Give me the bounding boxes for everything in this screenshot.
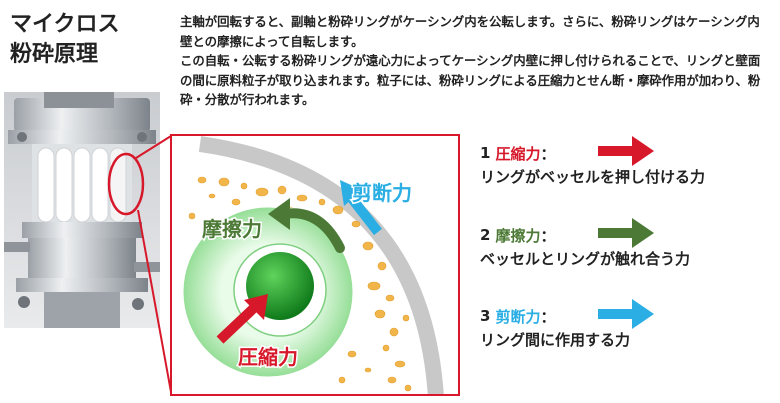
legend-item-friction: 2 摩擦力 ： ベッセルとリングが触れ合う力 (480, 218, 770, 270)
green-arrow-icon (598, 218, 654, 248)
description-paragraph-1: 主軸が回転すると、副軸と粉砕リングがケーシング内を公転します。さらに、粉砕リング… (180, 14, 760, 49)
machine-photo (4, 92, 160, 328)
legend-number: 1 (480, 144, 491, 162)
red-arrow-icon (598, 136, 654, 166)
legend-item-compression: 1 圧縮力 ： リングがベッセルを押し付ける力 (480, 136, 770, 188)
legend-colon: ： (540, 226, 556, 245)
legend-item-shear: 3 剪断力 ： リング間に作用する力 (480, 299, 770, 351)
friction-arrow-icon (279, 208, 345, 253)
legend-colon: ： (540, 307, 556, 326)
friction-label: 摩擦力 (202, 217, 262, 241)
legend-term: 摩擦力 (495, 226, 541, 245)
shear-label: 剪断力 (352, 181, 412, 205)
material-particles (188, 176, 412, 392)
legend-term: 圧縮力 (495, 144, 541, 163)
page-title: マイクロス 粉砕原理 (10, 10, 160, 70)
legend-number: 3 (480, 307, 491, 325)
legend-description: リングがベッセルを押し付ける力 (480, 168, 706, 186)
shear-arrow-icon (346, 192, 382, 236)
legend-description: ベッセルとリングが触れ合う力 (480, 250, 691, 268)
compression-label: 圧縮力 (238, 345, 298, 369)
title-line-1: マイクロス (10, 12, 120, 37)
compression-arrow-icon (216, 302, 260, 344)
mechanism-svg: 剪断力 摩擦力 圧縮力 (180, 136, 444, 394)
description-paragraph-2: この自転・公転する粉砕リングが遠心力によってケーシング内壁に押し付けられることで… (180, 53, 761, 107)
mechanism-diagram: 剪断力 摩擦力 圧縮力 (170, 134, 460, 396)
legend-description: リング間に作用する力 (480, 331, 631, 349)
title-line-2: 粉砕原理 (10, 42, 99, 67)
description: 主軸が回転すると、副軸と粉砕リングがケーシング内を公転します。さらに、粉砕リング… (180, 12, 770, 110)
blue-arrow-icon (598, 299, 654, 329)
legend-term: 剪断力 (495, 307, 541, 326)
legend-colon: ： (540, 144, 556, 163)
legend-number: 2 (480, 226, 491, 244)
